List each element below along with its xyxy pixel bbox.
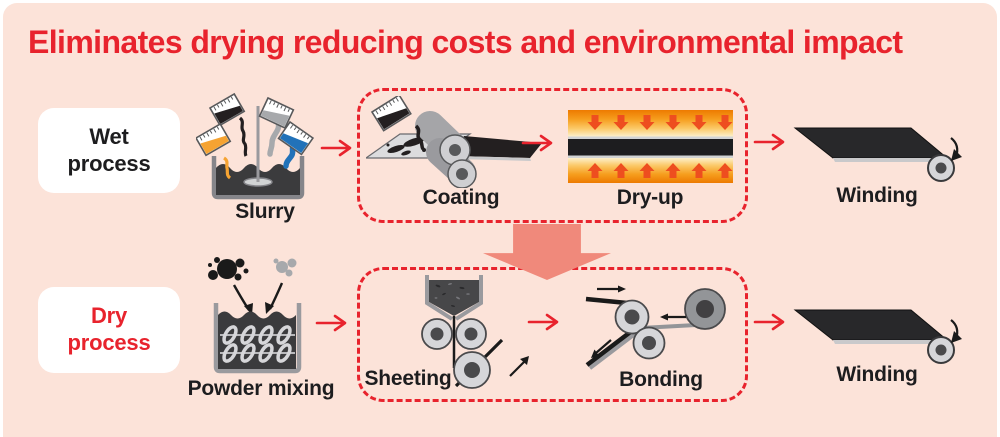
flow-arrow-icon [753,132,791,152]
winding-label-wet: Winding [836,184,918,207]
bonding-icon [583,284,745,372]
powder-mixing-icon [200,257,325,377]
coating-icon [364,93,542,189]
flow-arrow-icon [753,312,791,332]
flow-arrow-icon [527,312,565,332]
sheeting-label: Sheeting [364,367,452,390]
bonding-label: Bonding [619,368,703,391]
flow-arrow-icon [521,133,559,153]
dry-process-label: Dry process [67,303,151,355]
winding-icon [793,298,963,370]
slurry-icon [194,92,334,204]
flow-arrow-icon [315,313,353,333]
wet-process-label-box: Wet process [38,108,180,193]
powder-mixing-label: Powder mixing [187,377,335,400]
sheeting-icon [398,272,543,394]
slurry-label: Slurry [235,200,295,223]
wet-eliminated-steps-box [357,88,748,223]
dryup-label: Dry-up [616,186,684,209]
diagram-title: Eliminates drying reducing costs and env… [28,24,903,60]
flow-arrow-icon [320,138,358,158]
winding-label-dry: Winding [836,363,918,386]
dryup-icon [568,110,733,183]
winding-icon [793,116,963,188]
wet-process-label: Wet process [67,123,151,176]
dry-process-label-box: Dry process [38,287,180,373]
coating-label: Coating [422,186,500,209]
